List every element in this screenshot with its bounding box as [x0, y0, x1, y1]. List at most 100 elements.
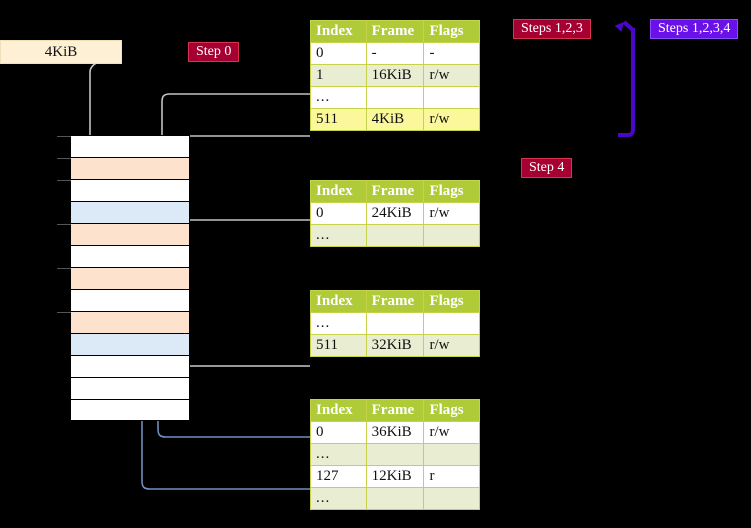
- memory-frame: [57, 267, 190, 289]
- memory-frame: [70, 399, 190, 421]
- cell-frame: 16KiB: [365, 64, 425, 87]
- column-header-flags: Flags: [423, 290, 480, 313]
- badge-steps-1234: Steps 1,2,3,4: [650, 19, 739, 39]
- memory-frame: [70, 333, 190, 355]
- column-header-frame: Frame: [365, 399, 425, 422]
- cell-index: 127: [310, 465, 367, 488]
- cell-frame: [365, 443, 425, 466]
- connector-table2-to-frame8: [170, 308, 310, 367]
- cell-flags: r/w: [423, 334, 480, 357]
- cell-index: 0: [310, 42, 367, 65]
- cell-flags: -: [423, 42, 480, 65]
- cell-index: 1: [310, 64, 367, 87]
- badge-step-4: Step 4: [521, 158, 573, 178]
- cell-frame: [365, 487, 425, 510]
- page-table-level-0: Index Frame Flags 0 - - 1 16KiB r/w ... …: [310, 20, 480, 131]
- memory-frame: [57, 223, 190, 245]
- connector-table1-to-frame6: [177, 219, 310, 266]
- cell-index: 0: [310, 421, 367, 444]
- cell-frame: [365, 224, 425, 247]
- memory-frame: [57, 179, 190, 201]
- table-row: ...: [310, 86, 480, 109]
- memory-frame: [57, 157, 190, 179]
- table-row: 1 16KiB r/w: [310, 64, 480, 87]
- purple-steps-bracket: [614, 20, 635, 137]
- table-row: 0 36KiB r/w: [310, 421, 480, 444]
- badge-steps-1234-label: Steps 1,2,3,4: [658, 21, 731, 36]
- column-header-frame: Frame: [365, 20, 425, 43]
- frame-tick: [57, 158, 71, 159]
- memory-frame: [70, 355, 190, 377]
- table-header-row: Index Frame Flags: [310, 399, 480, 422]
- memory-frame: [57, 135, 190, 157]
- badge-steps-123: Steps 1,2,3: [513, 19, 591, 39]
- table-row: ...: [310, 487, 480, 510]
- table-row: 0 24KiB r/w: [310, 202, 480, 225]
- cell-flags: [423, 487, 480, 510]
- cell-frame: -: [365, 42, 425, 65]
- table-row: 511 4KiB r/w: [310, 108, 480, 131]
- cell-flags: [423, 86, 480, 109]
- cell-flags: [423, 312, 480, 335]
- frame-tick: [57, 312, 71, 313]
- cell-index: ...: [310, 86, 367, 109]
- memory-frame: [70, 201, 190, 223]
- column-header-index: Index: [310, 20, 367, 43]
- cell-flags: r/w: [423, 108, 480, 131]
- badge-steps-123-label: Steps 1,2,3: [521, 21, 583, 36]
- physical-memory-frames: [57, 135, 190, 421]
- badge-step-4-label: Step 4: [529, 160, 565, 175]
- cell-flags: r: [423, 465, 480, 488]
- cell-index: 511: [310, 108, 367, 131]
- size-label-text: 4KiB: [44, 43, 78, 60]
- column-header-flags: Flags: [423, 399, 480, 422]
- cell-frame: 36KiB: [365, 421, 425, 444]
- cell-index: 0: [310, 202, 367, 225]
- badge-step-0: Step 0: [188, 42, 240, 62]
- memory-frame: [70, 245, 190, 267]
- page-table-level-2: Index Frame Flags ... 511 32KiB r/w: [310, 290, 480, 357]
- table-row: 0 - -: [310, 42, 480, 65]
- cell-flags: r/w: [423, 202, 480, 225]
- cell-index: ...: [310, 443, 367, 466]
- cell-flags: r/w: [423, 64, 480, 87]
- cell-flags: [423, 224, 480, 247]
- cell-frame: 4KiB: [365, 108, 425, 131]
- cell-flags: [423, 443, 480, 466]
- cell-flags: r/w: [423, 421, 480, 444]
- column-header-index: Index: [310, 180, 367, 203]
- table-row: ...: [310, 443, 480, 466]
- memory-frame: [70, 289, 190, 311]
- cell-frame: [365, 86, 425, 109]
- table-row: 127 12KiB r: [310, 465, 480, 488]
- cell-frame: 24KiB: [365, 202, 425, 225]
- table-header-row: Index Frame Flags: [310, 20, 480, 43]
- frame-tick: [57, 224, 71, 225]
- table-row: ...: [310, 224, 480, 247]
- column-header-flags: Flags: [423, 180, 480, 203]
- cell-index: ...: [310, 224, 367, 247]
- column-header-index: Index: [310, 290, 367, 313]
- column-header-frame: Frame: [365, 180, 425, 203]
- table-row: 511 32KiB r/w: [310, 334, 480, 357]
- badge-step-0-label: Step 0: [196, 44, 232, 59]
- table-header-row: Index Frame Flags: [310, 290, 480, 313]
- cell-frame: 12KiB: [365, 465, 425, 488]
- table-row: ...: [310, 312, 480, 335]
- cell-index: ...: [310, 312, 367, 335]
- frame-tick: [57, 268, 71, 269]
- size-label-box: 4KiB: [0, 40, 122, 64]
- page-table-level-1: Index Frame Flags 0 24KiB r/w ...: [310, 180, 480, 247]
- column-header-flags: Flags: [423, 20, 480, 43]
- memory-frame: [57, 311, 190, 333]
- page-table-level-3: Index Frame Flags 0 36KiB r/w ... 127 12…: [310, 399, 480, 510]
- frame-tick: [57, 136, 71, 137]
- cell-index: 511: [310, 334, 367, 357]
- memory-frame: [70, 377, 190, 399]
- cell-frame: 32KiB: [365, 334, 425, 357]
- cell-index: ...: [310, 487, 367, 510]
- column-header-frame: Frame: [365, 290, 425, 313]
- column-header-index: Index: [310, 399, 367, 422]
- frame-tick: [57, 180, 71, 181]
